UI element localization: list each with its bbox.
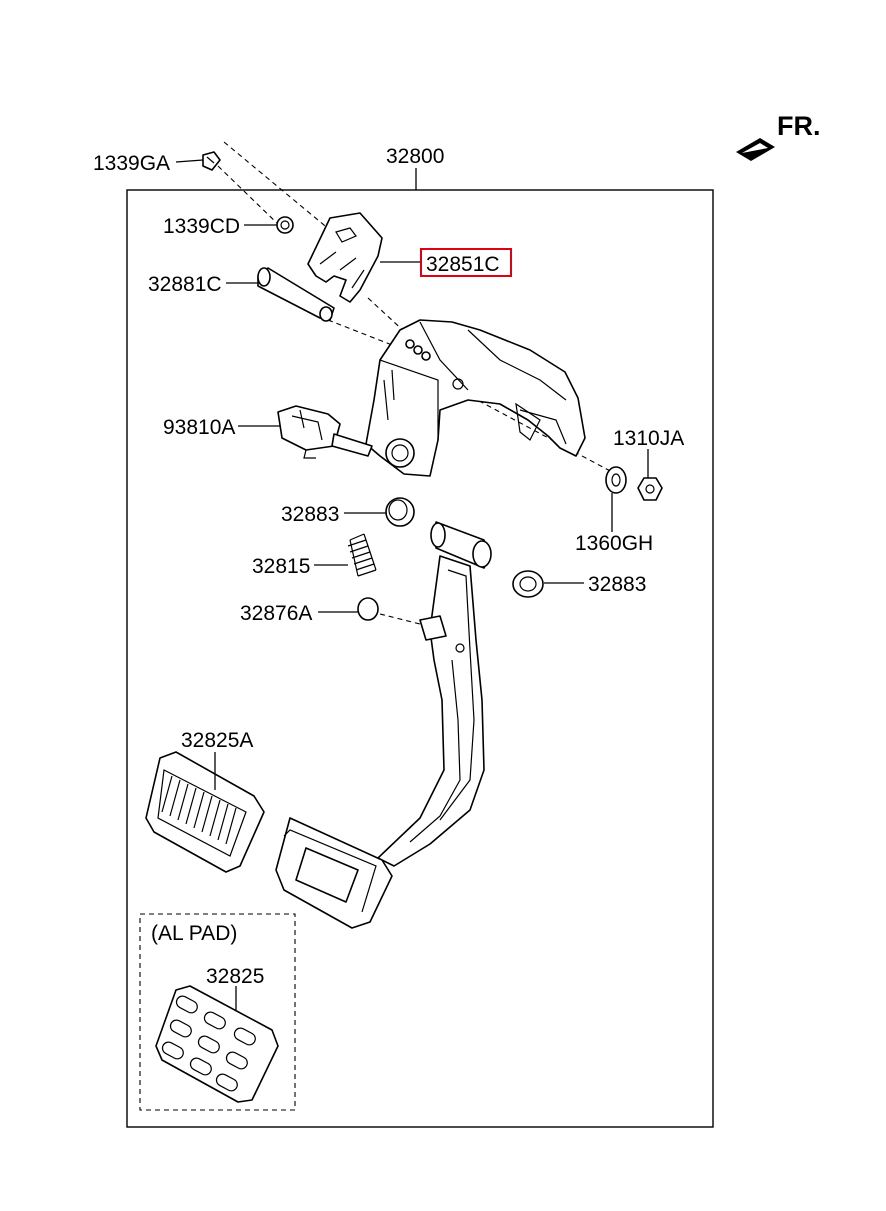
part-32851C-bracket[interactable]: 32851C — [307, 212, 512, 303]
part-1339GA-clip[interactable]: 1339GA — [93, 151, 221, 175]
part-1310JA-nut[interactable]: 1310JA — [613, 427, 684, 501]
part-32881C-pin[interactable]: 32881C — [148, 267, 335, 322]
part-32815-spring[interactable]: 32815 — [252, 533, 377, 578]
pedal-mounting-bracket — [365, 319, 586, 477]
callout-1339GA[interactable]: 1339GA — [93, 152, 170, 175]
al-pad-group-label: (AL PAD) — [151, 922, 237, 945]
callout-32851C[interactable]: 32851C — [426, 253, 500, 276]
callout-93810A[interactable]: 93810A — [163, 416, 235, 439]
callout-32851C-highlight — [420, 248, 512, 277]
callout-32883-left[interactable]: 32883 — [281, 503, 339, 526]
callout-32881C[interactable]: 32881C — [148, 273, 222, 296]
part-93810A-switch[interactable]: 93810A — [163, 405, 373, 459]
callout-32825[interactable]: 32825 — [206, 965, 264, 988]
part-32883-bushing-right[interactable]: 32883 — [512, 570, 646, 598]
al-pad-dashed-box — [139, 913, 296, 1111]
part-1339CD-nut[interactable]: 1339CD — [163, 215, 294, 238]
part-32825A-pedal-pad[interactable]: 32825A — [145, 729, 265, 873]
al-pad-variant-group: (AL PAD) 32825 — [139, 913, 296, 1111]
callout-32876A[interactable]: 32876A — [240, 602, 312, 625]
part-32883-bushing-left[interactable]: 32883 — [281, 497, 415, 527]
front-direction-label: FR. — [777, 111, 821, 141]
callout-32883-right[interactable]: 32883 — [588, 573, 646, 596]
brake-pedal-arm — [377, 521, 492, 867]
callout-1310JA[interactable]: 1310JA — [613, 427, 684, 450]
callout-32800[interactable]: 32800 — [386, 145, 444, 168]
callout-1339CD[interactable]: 1339CD — [163, 215, 240, 238]
callout-32825A[interactable]: 32825A — [181, 729, 253, 752]
callout-32815[interactable]: 32815 — [252, 555, 310, 578]
part-32825-al-pad[interactable]: 32825 — [155, 965, 279, 1103]
front-direction-indicator: FR. — [736, 111, 821, 161]
part-32876A-stopper[interactable]: 32876A — [240, 597, 379, 625]
brake-pedal-pad — [275, 817, 393, 929]
part-1360GH-washer[interactable]: 1360GH — [575, 466, 653, 555]
assembly-frame — [126, 189, 714, 1128]
callout-1360GH[interactable]: 1360GH — [575, 532, 653, 555]
